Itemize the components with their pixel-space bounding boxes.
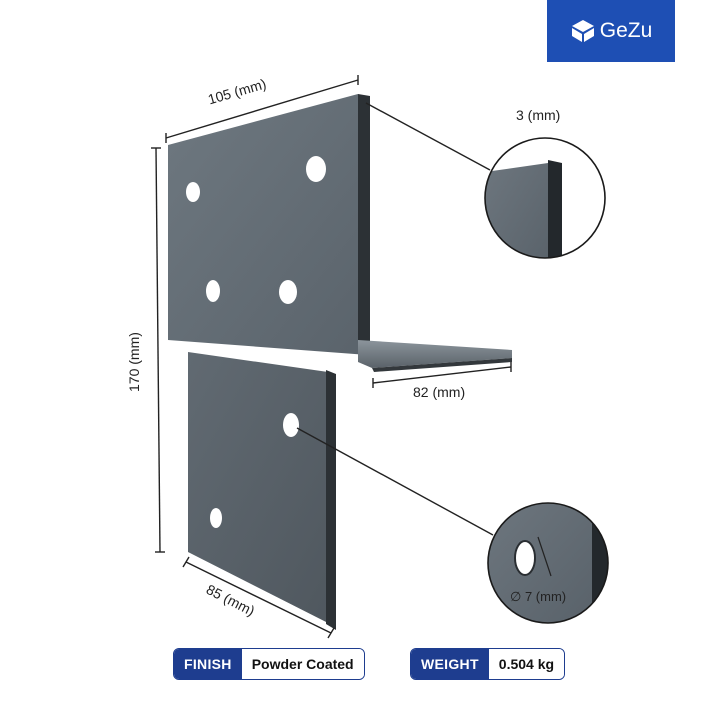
finish-label: FINISH xyxy=(174,649,242,679)
diameter-symbol-icon: ∅ xyxy=(510,589,522,604)
weight-value: 0.504 kg xyxy=(488,649,565,679)
brand-logo: GeZu xyxy=(547,0,675,62)
dimension-flange: 82 (mm) xyxy=(413,384,466,400)
mounting-hole xyxy=(206,280,220,302)
mounting-hole xyxy=(279,280,297,304)
mounting-hole xyxy=(186,182,200,202)
bottom-plate xyxy=(188,352,336,630)
thickness-detail xyxy=(484,137,606,259)
hole-diameter-value: 7 (mm) xyxy=(524,589,567,604)
dimension-height: 170 (mm) xyxy=(126,332,142,392)
finish-badge: FINISH Powder Coated xyxy=(173,648,365,680)
mounting-hole xyxy=(306,156,326,182)
weight-badge: WEIGHT 0.504 kg xyxy=(410,648,566,680)
top-plate xyxy=(168,94,512,372)
brand-name: GeZu xyxy=(599,19,653,42)
hole-detail xyxy=(487,502,609,624)
mounting-hole xyxy=(283,413,299,437)
finish-value: Powder Coated xyxy=(241,649,364,679)
dimension-hole-diameter: ∅ 7 (mm) xyxy=(510,589,566,605)
dimension-thickness: 3 (mm) xyxy=(516,107,561,123)
weight-label: WEIGHT xyxy=(411,649,489,679)
dimension-lines xyxy=(151,75,512,639)
cube-icon xyxy=(571,20,594,42)
mounting-hole xyxy=(210,508,222,528)
